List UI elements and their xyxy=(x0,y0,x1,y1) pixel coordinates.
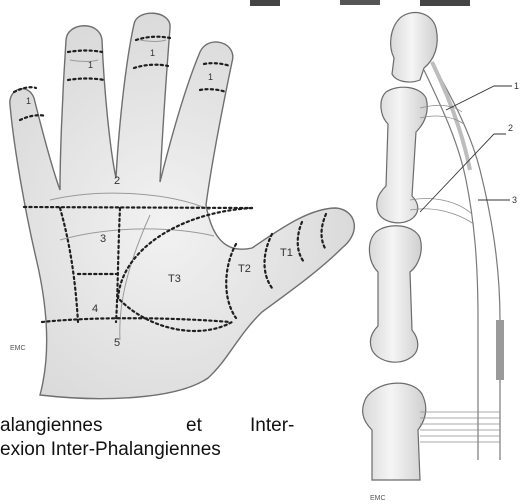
proximal-phalanx xyxy=(369,226,421,362)
zone-label-index: 1 xyxy=(208,72,213,82)
caption-word-3: Inter- xyxy=(250,415,294,436)
middle-phalanx xyxy=(377,87,428,223)
finger-diagram: 1 2 3 EMC xyxy=(363,13,519,502)
tendon-shade xyxy=(496,320,504,380)
zone-label-3: 3 xyxy=(100,233,106,245)
zone-label-5: 5 xyxy=(114,337,120,349)
zone-label-t3: T3 xyxy=(168,273,181,285)
hand-outline xyxy=(10,13,354,398)
zone-label-ring: 1 xyxy=(88,60,93,70)
flexor-tendons xyxy=(424,62,500,460)
caption-word-1: alangiennes xyxy=(0,414,186,438)
zone-label-4: 4 xyxy=(92,303,98,315)
top-edge-fragment xyxy=(250,0,470,6)
zone-label-middle: 1 xyxy=(150,48,155,58)
caption-line-2: exion Inter-Phalangiennes xyxy=(0,438,221,462)
finger-label-1: 1 xyxy=(514,81,519,91)
metacarpal xyxy=(363,383,426,480)
finger-label-3: 3 xyxy=(512,195,517,205)
caption-word-2: et xyxy=(186,414,250,438)
hand-diagram: 1 1 1 1 2 3 4 5 T3 T2 T1 EMC xyxy=(10,13,354,398)
distal-phalanx xyxy=(391,13,438,82)
zone-label-t1: T1 xyxy=(280,247,293,259)
zone-label-little: 1 xyxy=(26,96,31,106)
finger-label-2: 2 xyxy=(508,123,513,133)
hand-credit: EMC xyxy=(10,345,26,352)
finger-credit: EMC xyxy=(370,495,386,502)
zone-label-t2: T2 xyxy=(238,263,251,275)
zone-label-2: 2 xyxy=(114,175,120,187)
pulleys xyxy=(410,105,500,442)
